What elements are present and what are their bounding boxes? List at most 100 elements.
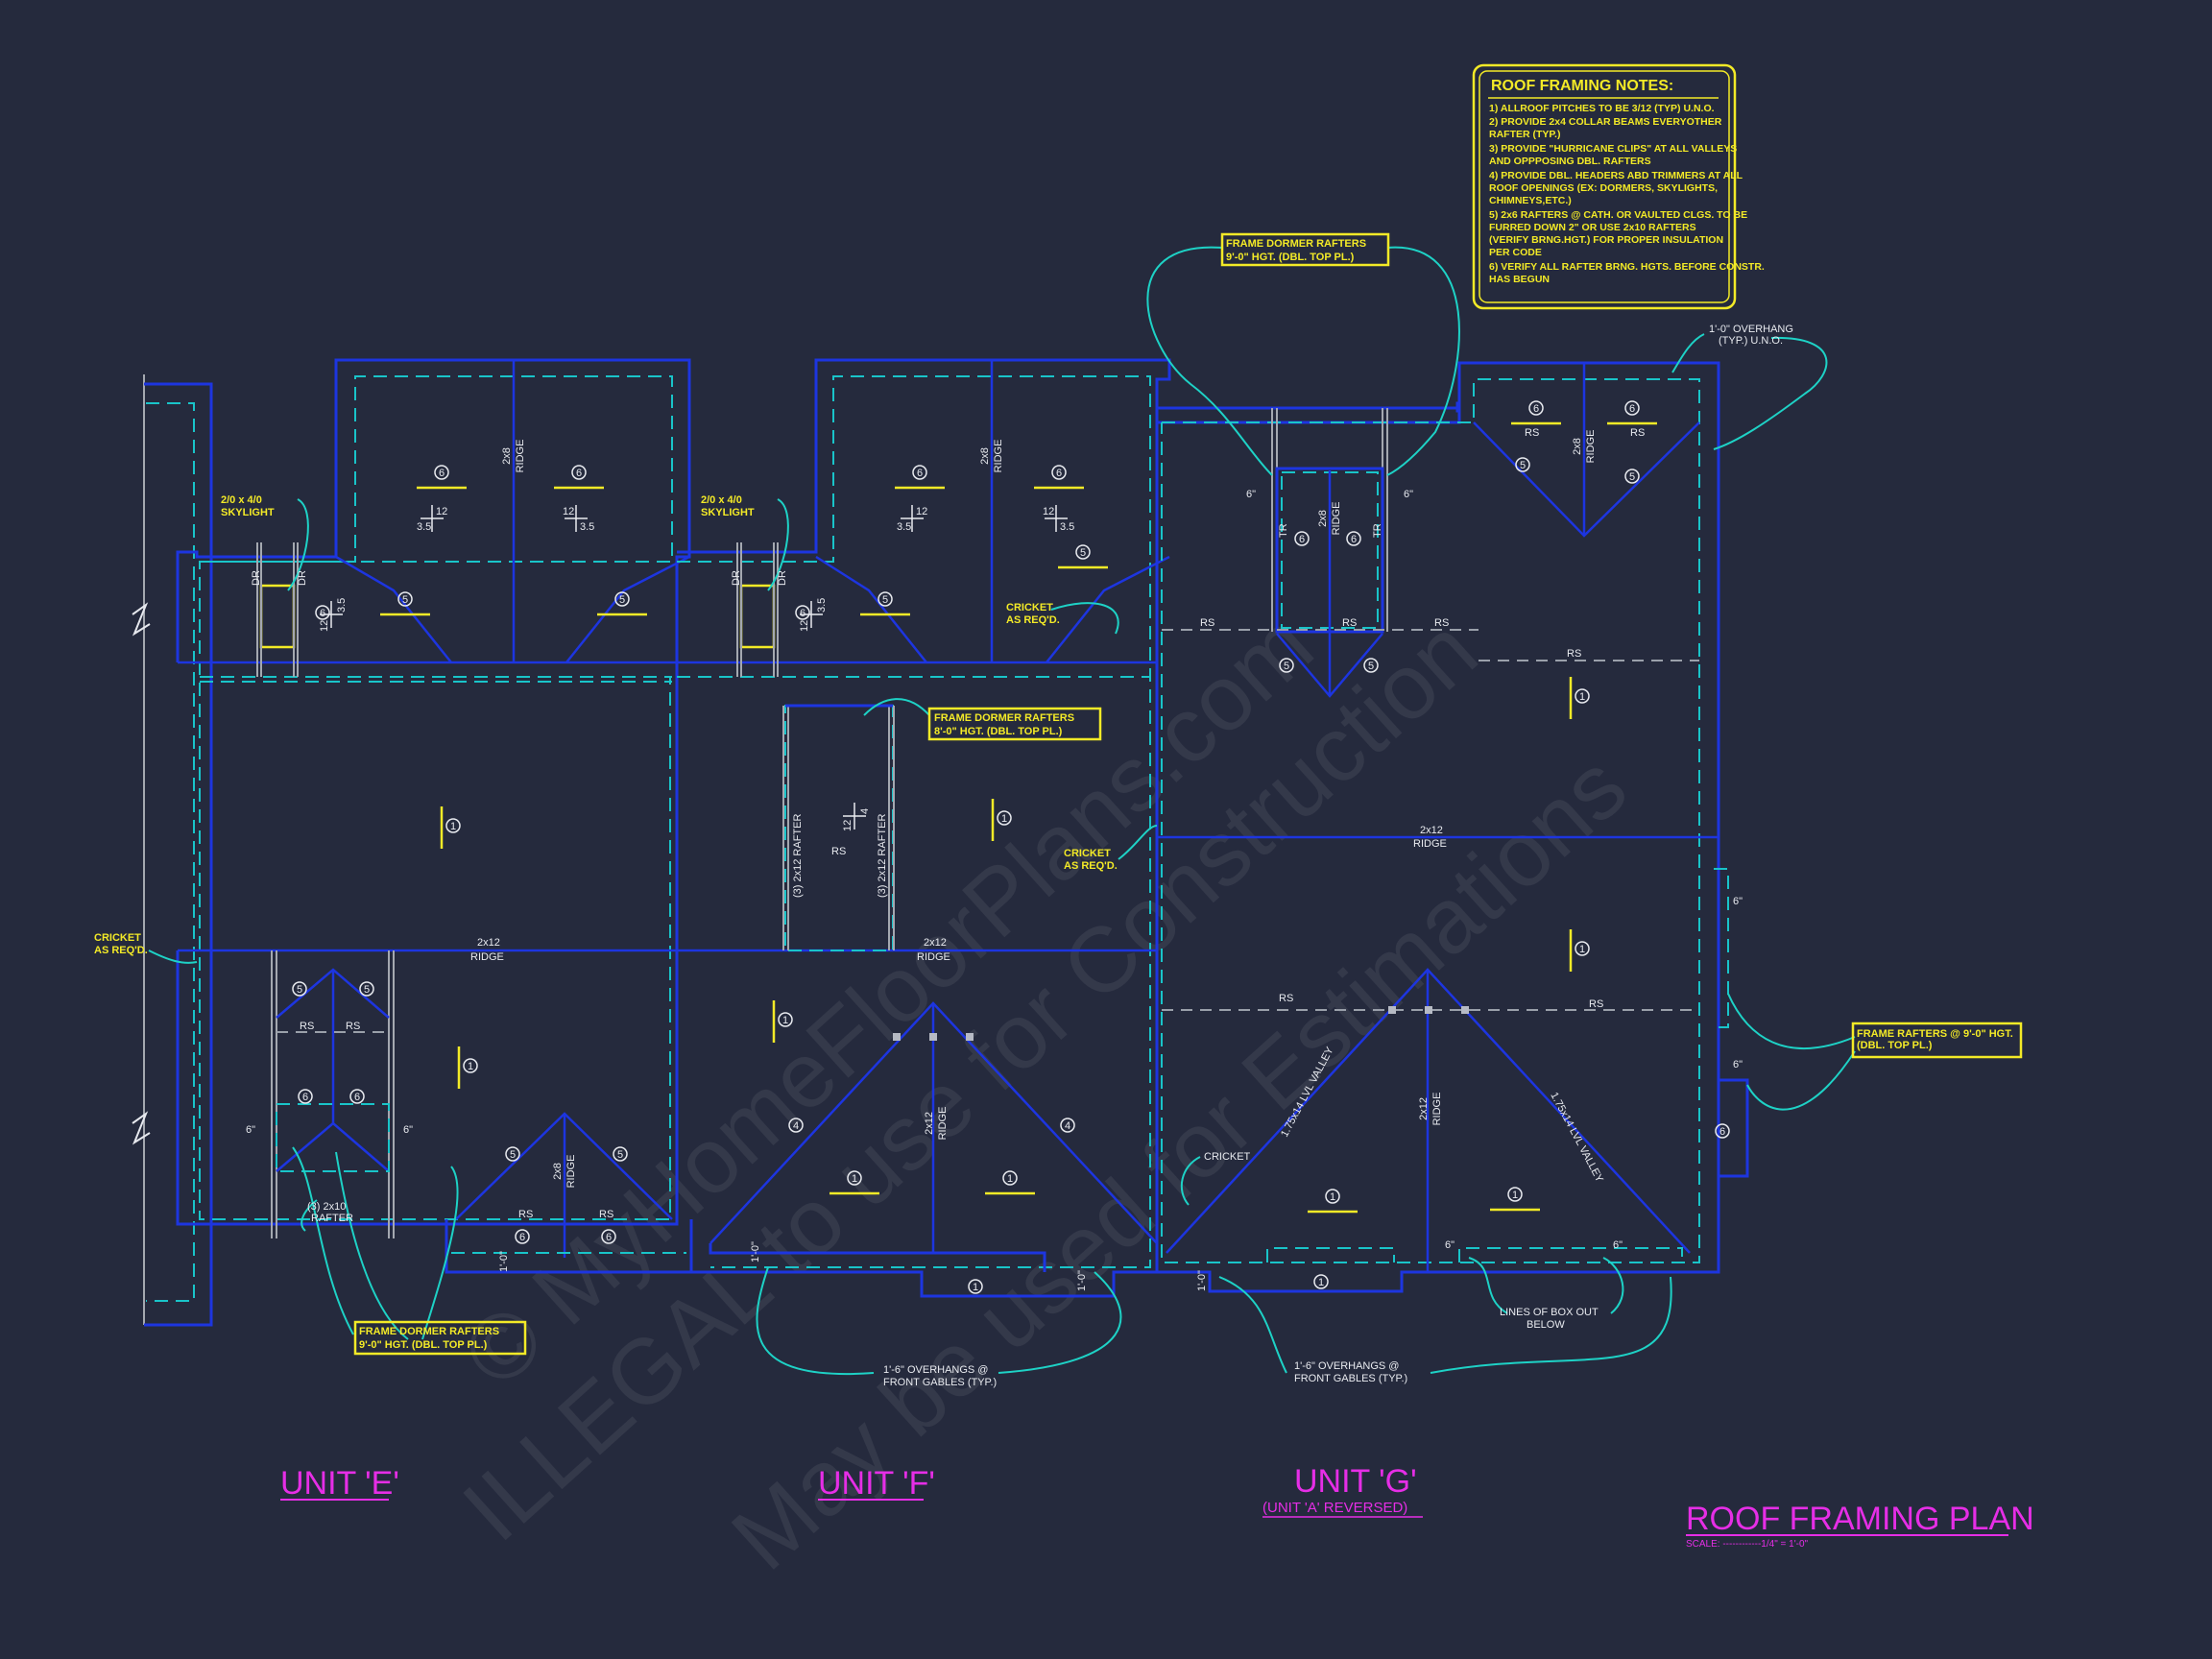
slope-marker-10: 1 [440,806,461,849]
unit-e-eave [199,375,673,1220]
unit-e-front-gable [445,1219,693,1274]
rs-g-lower-2: RS [1589,998,1603,1010]
slope-marker-circle-40 [1715,1123,1730,1139]
pitch-e-skylight-run: 3.5 [336,598,348,613]
ridge-vertical-f-size: 2x8 [979,447,991,465]
slope-marker-circle-14 [463,1058,478,1073]
unit-g-outline [1157,401,1461,424]
slope-marker-26: 1 [830,1170,879,1195]
slope-marker-circle-5 [912,465,927,480]
overhang-f-right: 1'-0" [1076,1270,1088,1291]
ridge-vertical-g-gable-label: RIDGE [1431,1093,1443,1126]
leader-frame-rafters-2 [1746,1050,1856,1111]
unit-f-gable-point-1 [893,1033,901,1041]
slope-marker-1: 6 [554,465,604,490]
break-line-upper [132,602,151,637]
slope-marker-label-18: 6 [302,1092,308,1103]
rs-f-dormer: RS [831,846,846,857]
slope-marker-label-12: 1 [1579,691,1585,703]
pitch-f-left-run: 3.5 [897,521,911,533]
slope-marker-33: 5 [1363,658,1379,673]
box-out-line-2: BELOW [1527,1319,1565,1331]
slope-marker-label-34: 6 [1533,403,1539,415]
unit-e-outline [176,358,691,1226]
watermark: © MyHomeFloorPlans.com ILLEGAL to use fo… [444,593,1646,1590]
slope-marker-label-24: 4 [793,1120,799,1132]
rs-g-tr-2: RS [1630,427,1645,439]
rs-g-upper-1: RS [1200,617,1214,629]
leader-overhang-tr [1713,336,1828,450]
slope-marker-2: 5 [380,591,430,616]
callout-frame-rafters-box [1851,1022,2023,1059]
overhang-g-line-2: FRONT GABLES (TYP.) [1294,1373,1407,1384]
ridge-vertical-g-tr-label: RIDGE [1585,430,1597,464]
callout-dormer-bottom-line-2: 9'-0" HGT. (DBL. TOP PL.) [359,1339,488,1351]
notes-line-4: 3) PROVIDE "HURRICANE CLIPS" AT ALL VALL… [1489,143,1737,155]
slope-marker-label-13: 1 [1579,944,1585,955]
slope-marker-16: 5 [292,981,307,997]
notes-line-6: 4) PROVIDE DBL. HEADERS ABD TRIMMERS AT … [1489,170,1743,181]
valley-label-right: 1.75x14 LVL VALLEY [1548,1091,1605,1185]
slope-marker-30: 6 [1294,531,1310,546]
slope-marker-circle-34 [1528,400,1544,416]
unit-f-gable-point-2 [929,1033,937,1041]
callout-dormer-bottom-box [353,1320,527,1356]
leader-cricket-g [1180,1156,1201,1206]
slope-marker-label-40: 6 [1719,1126,1725,1138]
slope-marker-29: 1 [1313,1274,1329,1289]
plan-title: ROOF FRAMING PLAN [1686,1501,2034,1537]
unit-f-hip-left [815,555,927,663]
slope-marker-circle-24 [788,1118,804,1133]
ridge-vertical-e-dormer-label: RIDGE [565,1155,577,1189]
unit-g-box-out-right [1458,1247,1683,1262]
slope-marker-label-3: 5 [619,594,625,606]
callout-dormer-top-line-2: 9'-0" HGT. (DBL. TOP PL.) [1226,252,1355,263]
leader-skylight-f [767,498,789,591]
unit-e-dormer-box [276,1103,390,1172]
unit-g-valley-point-3 [1461,1006,1469,1014]
slope-marker-circle-25 [1060,1118,1075,1133]
slope-marker-circle-27 [1002,1170,1018,1186]
leader-dormer-mid [863,698,930,716]
dbl-rafter-right: (3) 2x12 RAFTER [877,814,888,898]
unit-e-hip-left [335,555,452,663]
slope-marker-circle-19 [349,1089,365,1104]
slope-marker-label-27: 1 [1007,1173,1013,1185]
box-out-line-1: LINES OF BOX OUT [1500,1307,1599,1318]
callout-dormer-top-box [1220,232,1390,267]
unit-titles: UNIT 'E' UNIT 'F' UNIT 'G' (UNIT 'A' REV… [280,1463,2034,1550]
slope-marker-5: 6 [895,465,945,490]
ridge-vertical-f-gable-size: 2x12 [924,1112,935,1135]
rs-e-dormer-1: RS [300,1021,314,1032]
leader-cricket-f-top [1050,602,1119,635]
slope-marker-label-33: 5 [1368,661,1374,672]
slope-marker-label-26: 1 [852,1173,857,1185]
unit-f-skylight [739,584,776,649]
slope-marker-circle-18 [298,1089,313,1104]
slope-marker-label-20: 5 [510,1149,516,1161]
slope-marker-label-25: 4 [1065,1120,1070,1132]
slope-marker-18: 6 [298,1089,313,1104]
slope-marker-15: 1 [772,1000,793,1043]
slope-marker-label-8: 5 [1080,547,1086,559]
ridge-size-e: 2x12 [477,937,500,949]
notes-line-1: 1) ALLROOF PITCHES TO BE 3/12 (TYP) U.N.… [1489,103,1715,114]
slope-marker-6: 6 [1034,465,1084,490]
pitch-e-skylight: 12 3.5 [319,598,348,632]
slope-marker-0: 6 [417,465,467,490]
leader-overhang-f [756,1266,875,1376]
overhang-e-gable: 1'-0" [498,1251,510,1272]
slope-marker-23: 6 [601,1229,616,1244]
rs-e-dormer-2: RS [346,1021,360,1032]
offset-g-dormer-right: 6" [1404,489,1413,500]
slope-marker-circle-21 [613,1146,628,1162]
slope-marker-25: 4 [1060,1118,1075,1133]
leader-overhang-g [1218,1276,1287,1374]
rs-g-upper-2: RS [1342,617,1357,629]
slope-marker-label-4: 6 [320,608,325,619]
leader-dormer-bottom [292,1146,354,1335]
slope-marker-circle-22 [515,1229,530,1244]
slope-marker-circle-29 [1313,1274,1329,1289]
